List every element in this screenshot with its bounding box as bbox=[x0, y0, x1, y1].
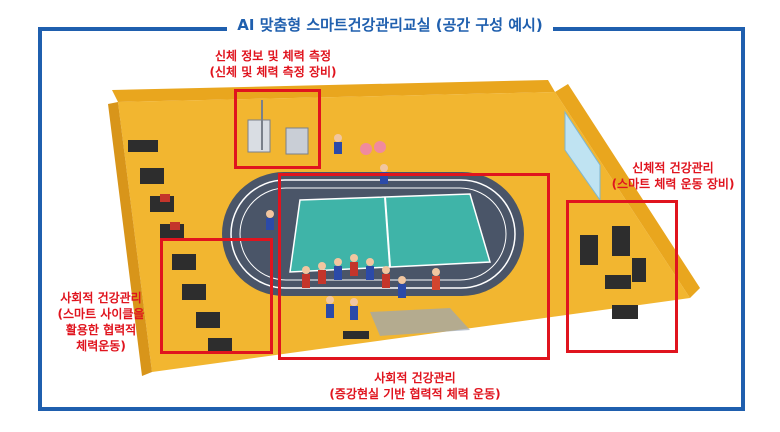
box-physical bbox=[566, 200, 678, 353]
left-wall bbox=[108, 102, 152, 376]
label-social-ar-line1: 사회적 건강관리 bbox=[374, 371, 456, 385]
court-outline bbox=[289, 193, 491, 273]
court-net bbox=[384, 196, 391, 268]
measure-device-2 bbox=[285, 127, 309, 155]
label-physical-line2: (스마트 체력 운동 장비) bbox=[611, 177, 735, 191]
right-wall bbox=[555, 84, 700, 298]
smart-fitness-machines bbox=[580, 226, 646, 319]
label-social-ar-line2: (증강현실 기반 협력적 체력 운동) bbox=[329, 387, 501, 401]
box-social-ar bbox=[278, 173, 550, 360]
page-title: AI 맞춤형 스마트건강관리교실 (공간 구성 예시) bbox=[227, 16, 553, 34]
back-wall bbox=[112, 80, 555, 102]
cycle-screens bbox=[160, 194, 180, 230]
label-physical: 신체적 건강관리 (스마트 체력 운동 장비) bbox=[598, 160, 748, 192]
label-body-info-line1: 신체 정보 및 체력 측정 bbox=[214, 49, 332, 63]
label-social-ar: 사회적 건강관리 (증강현실 기반 협력적 체력 운동) bbox=[300, 370, 530, 402]
ball-2 bbox=[374, 141, 386, 153]
bench bbox=[343, 331, 369, 339]
label-social-cycle-line3: 활용한 협력적 bbox=[65, 323, 137, 337]
ar-mat bbox=[370, 308, 470, 336]
label-social-cycle: 사회적 건강관리 (스마트 사이클을 활용한 협력적 체력운동) bbox=[46, 290, 156, 354]
title-bar: AI 맞춤형 스마트건강관리교실 (공간 구성 예시) bbox=[0, 14, 780, 35]
label-body-info-line2: (신체 및 체력 측정 장비) bbox=[209, 65, 337, 79]
measure-device-1 bbox=[247, 119, 271, 153]
label-social-cycle-line4: 체력운동) bbox=[76, 339, 126, 353]
label-social-cycle-line1: 사회적 건강관리 bbox=[60, 291, 142, 305]
track-lane-line bbox=[230, 179, 516, 289]
box-body-info bbox=[234, 89, 321, 169]
label-social-cycle-line2: (스마트 사이클을 bbox=[57, 307, 145, 321]
court bbox=[290, 194, 490, 272]
label-physical-line1: 신체적 건강관리 bbox=[632, 161, 714, 175]
box-social-cycle bbox=[160, 238, 273, 354]
cycle-stations bbox=[128, 140, 232, 352]
ball-1 bbox=[360, 143, 372, 155]
label-body-info: 신체 정보 및 체력 측정 (신체 및 체력 측정 장비) bbox=[178, 48, 368, 80]
people bbox=[266, 134, 440, 320]
